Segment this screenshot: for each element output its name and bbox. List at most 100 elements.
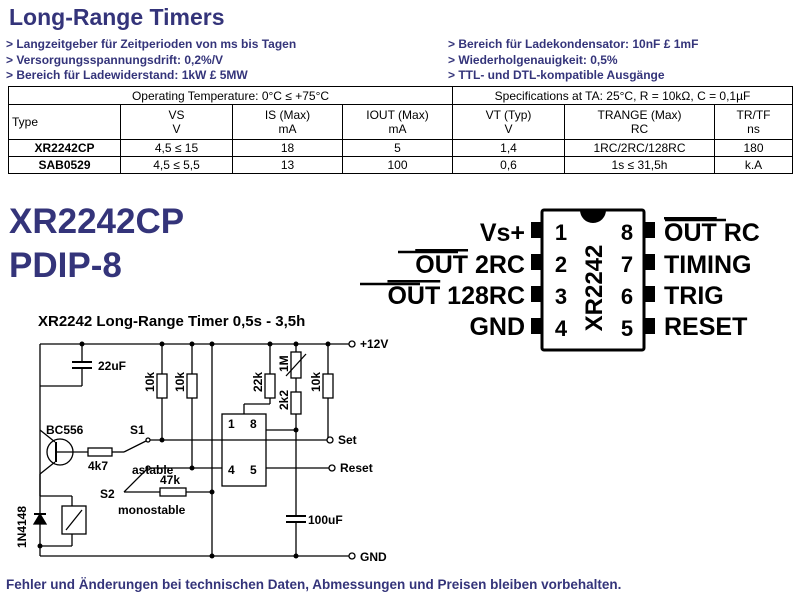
junction bbox=[189, 465, 195, 471]
junction bbox=[159, 341, 165, 347]
diode-1n4148 bbox=[32, 512, 48, 525]
terminal-set bbox=[326, 436, 334, 444]
pin-number: 5 bbox=[621, 316, 633, 341]
terminal-gnd bbox=[348, 552, 356, 560]
table-cell: 4,5 ≤ 5,5 bbox=[120, 156, 233, 174]
label-astable: astable bbox=[132, 463, 174, 477]
header-label: VS bbox=[168, 108, 185, 122]
junction bbox=[189, 341, 195, 347]
table-header-cell: TRANGE (Max)RC bbox=[564, 104, 715, 140]
switch-s2 bbox=[123, 467, 149, 493]
wire bbox=[39, 461, 56, 475]
label-c2: 100uF bbox=[308, 513, 343, 527]
junction bbox=[293, 553, 299, 559]
table-cell: 0,6 bbox=[452, 156, 565, 174]
junction bbox=[79, 341, 85, 347]
pin-number: 8 bbox=[621, 220, 633, 245]
header-label: IS (Max) bbox=[264, 108, 311, 122]
label-s2: S2 bbox=[100, 487, 115, 501]
label-c1: 22uF bbox=[98, 359, 126, 373]
feature-item: > Versorgungsspannungsdrift: 0,2%/V bbox=[6, 52, 224, 67]
table-header-cell: IS (Max)mA bbox=[232, 104, 343, 140]
header-label: TRANGE (Max) bbox=[597, 108, 682, 122]
pin-label-trig: TRIG bbox=[664, 282, 724, 310]
pin-label-timing: TIMING bbox=[664, 251, 752, 279]
junction bbox=[209, 341, 215, 347]
header-unit: V bbox=[172, 122, 181, 136]
pin-number: 6 bbox=[621, 284, 633, 309]
junction bbox=[325, 341, 331, 347]
pin-label-out-rc: OUT RC bbox=[664, 219, 760, 247]
switch-contact bbox=[145, 465, 151, 471]
resistor-r5 bbox=[290, 391, 302, 415]
header-unit: V bbox=[504, 122, 513, 136]
ic-pin-4: 4 bbox=[228, 463, 235, 477]
pin-label-reset: RESET bbox=[664, 313, 747, 341]
feature-item: > Bereich für Ladewiderstand: 1kW £ 5MW bbox=[6, 68, 248, 82]
label-r2: 10k bbox=[173, 372, 187, 392]
resistor-r3 bbox=[264, 373, 276, 399]
table-cell: k.A bbox=[714, 156, 793, 174]
switch-s1 bbox=[123, 439, 149, 453]
header-label: TR/TF bbox=[736, 108, 771, 122]
label-monostable: monostable bbox=[118, 503, 186, 517]
header-unit: RC bbox=[630, 122, 649, 136]
header-label: VT (Typ) bbox=[485, 108, 532, 122]
circuit-title: XR2242 Long-Range Timer 0,5s - 3,5h bbox=[38, 313, 306, 330]
ic-pin-8: 8 bbox=[250, 417, 257, 431]
chip-pin bbox=[644, 318, 655, 334]
junction bbox=[209, 553, 215, 559]
header-unit: mA bbox=[388, 122, 407, 136]
table-cell-type: SAB0529 bbox=[8, 156, 121, 174]
table-cell: 13 bbox=[232, 156, 343, 174]
header-label: IOUT (Max) bbox=[366, 108, 429, 122]
chip-pin bbox=[531, 286, 542, 302]
potentiometer-wiper bbox=[285, 353, 307, 377]
junction bbox=[293, 341, 299, 347]
resistor-r6 bbox=[322, 373, 334, 399]
label-r6: 10k bbox=[309, 372, 323, 392]
chip-pin bbox=[644, 222, 655, 238]
table-cell: 100 bbox=[342, 156, 453, 174]
page-title: Long-Range Timers bbox=[9, 4, 225, 30]
pin-label-out-2rc: OUT 2RC bbox=[415, 251, 525, 279]
chip-pin bbox=[531, 222, 542, 238]
resistor-r1 bbox=[156, 373, 168, 399]
label-vcc: +12V bbox=[360, 337, 388, 351]
pin-number: 4 bbox=[555, 316, 568, 341]
feature-item: > Wiederholgenauigkeit: 0,5% bbox=[448, 52, 618, 67]
label-r7: 4k7 bbox=[88, 459, 108, 473]
label-s1: S1 bbox=[130, 423, 145, 437]
terminal-vcc bbox=[348, 340, 356, 348]
label-transistor: BC556 bbox=[46, 423, 84, 437]
label-reset: Reset bbox=[340, 461, 373, 475]
resistor-r7 bbox=[87, 447, 113, 457]
table-cell: 1s ≤ 31,5h bbox=[564, 156, 715, 174]
label-r4: 1M bbox=[277, 355, 291, 372]
label-r5: 2k2 bbox=[277, 390, 291, 410]
ic-pin-1: 1 bbox=[228, 417, 235, 431]
resistor-r8 bbox=[159, 487, 187, 497]
spec-table: Operating Temperature: 0°C ≤ +75°C Speci… bbox=[8, 86, 793, 174]
label-set: Set bbox=[338, 433, 357, 447]
pin-number: 1 bbox=[555, 220, 567, 245]
label-gnd: GND bbox=[360, 550, 387, 564]
chip-pin bbox=[644, 254, 655, 270]
pin-label-out-128rc: OUT 128RC bbox=[387, 282, 525, 310]
table-cell: 1RC/2RC/128RC bbox=[564, 139, 715, 157]
table-header-cell: IOUT (Max)mA bbox=[342, 104, 453, 140]
package-type: PDIP-8 bbox=[9, 246, 122, 285]
header-unit: ns bbox=[747, 122, 760, 136]
relay-coil-stroke bbox=[65, 509, 83, 531]
pin-label-vs: Vs+ bbox=[480, 219, 525, 247]
chip-pin bbox=[531, 318, 542, 334]
chip-pin bbox=[531, 254, 542, 270]
feature-item: > Langzeitgeber für Zeitperioden von ms … bbox=[6, 37, 297, 51]
label-r8: 47k bbox=[160, 473, 180, 487]
header-label: Type bbox=[12, 115, 39, 129]
pin-number: 2 bbox=[555, 252, 567, 277]
